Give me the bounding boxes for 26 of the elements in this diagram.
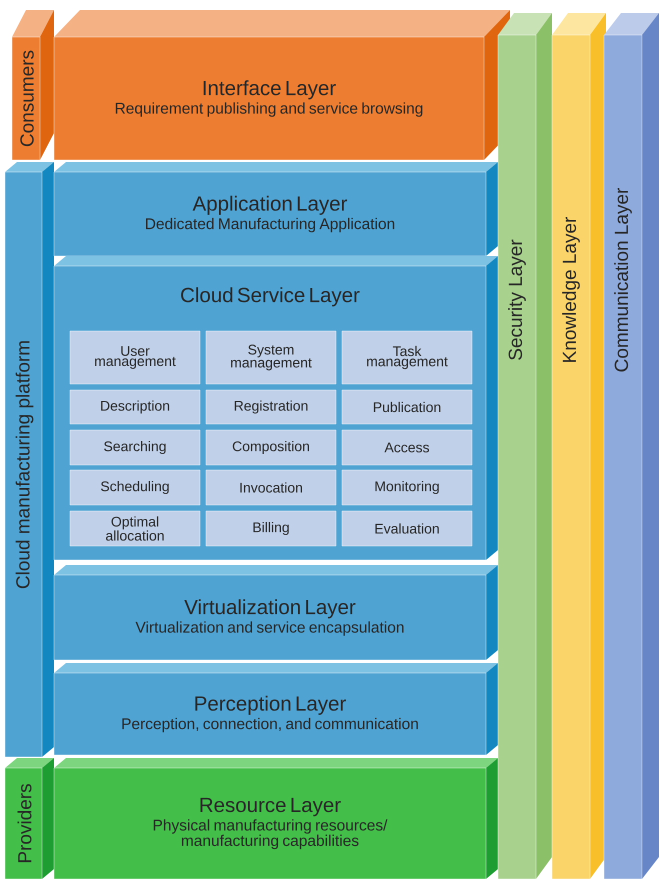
- service-cell: Evaluation: [342, 510, 472, 546]
- service-cell: Optimal allocation: [70, 510, 200, 546]
- layer-block: Virtualization Layer Virtualization and service encapsulation: [54, 565, 498, 660]
- pillar: Security Layer: [498, 13, 552, 879]
- service-cell: Composition: [206, 430, 336, 466]
- layer-block: Resource Layer Physical manufacturing resources/ manufacturing capabilities: [54, 758, 498, 879]
- layer-block: Perception Layer Perception, connection, and communication: [54, 663, 498, 756]
- service-cell: Access: [342, 430, 472, 466]
- service-cell: Invocation: [206, 470, 336, 506]
- provider-bar: Providers: [4, 758, 54, 879]
- service-cell: Description: [70, 390, 200, 424]
- pillar: Communication Layer: [604, 13, 659, 879]
- service-cell: Registration: [206, 390, 336, 424]
- service-cell: Searching: [70, 430, 200, 466]
- service-cell: Monitoring: [342, 470, 472, 506]
- layer-block: Interface Layer Requirement publishing and service browsing: [54, 10, 510, 160]
- layer-block: Application Layer Dedicated Manufacturing Application: [54, 162, 498, 256]
- platform-bar: Cloud manufacturing platform: [4, 162, 54, 758]
- service-cell: Task management: [342, 330, 472, 384]
- consumer-bar: Consumers: [12, 10, 54, 160]
- pillar: Knowledge Layer: [552, 13, 606, 879]
- service-cell: Scheduling: [70, 470, 200, 506]
- service-cell: System management: [206, 330, 336, 384]
- service-cell: User management: [70, 330, 200, 384]
- service-cell: Billing: [206, 510, 336, 546]
- service-cell: Publication: [342, 390, 472, 424]
